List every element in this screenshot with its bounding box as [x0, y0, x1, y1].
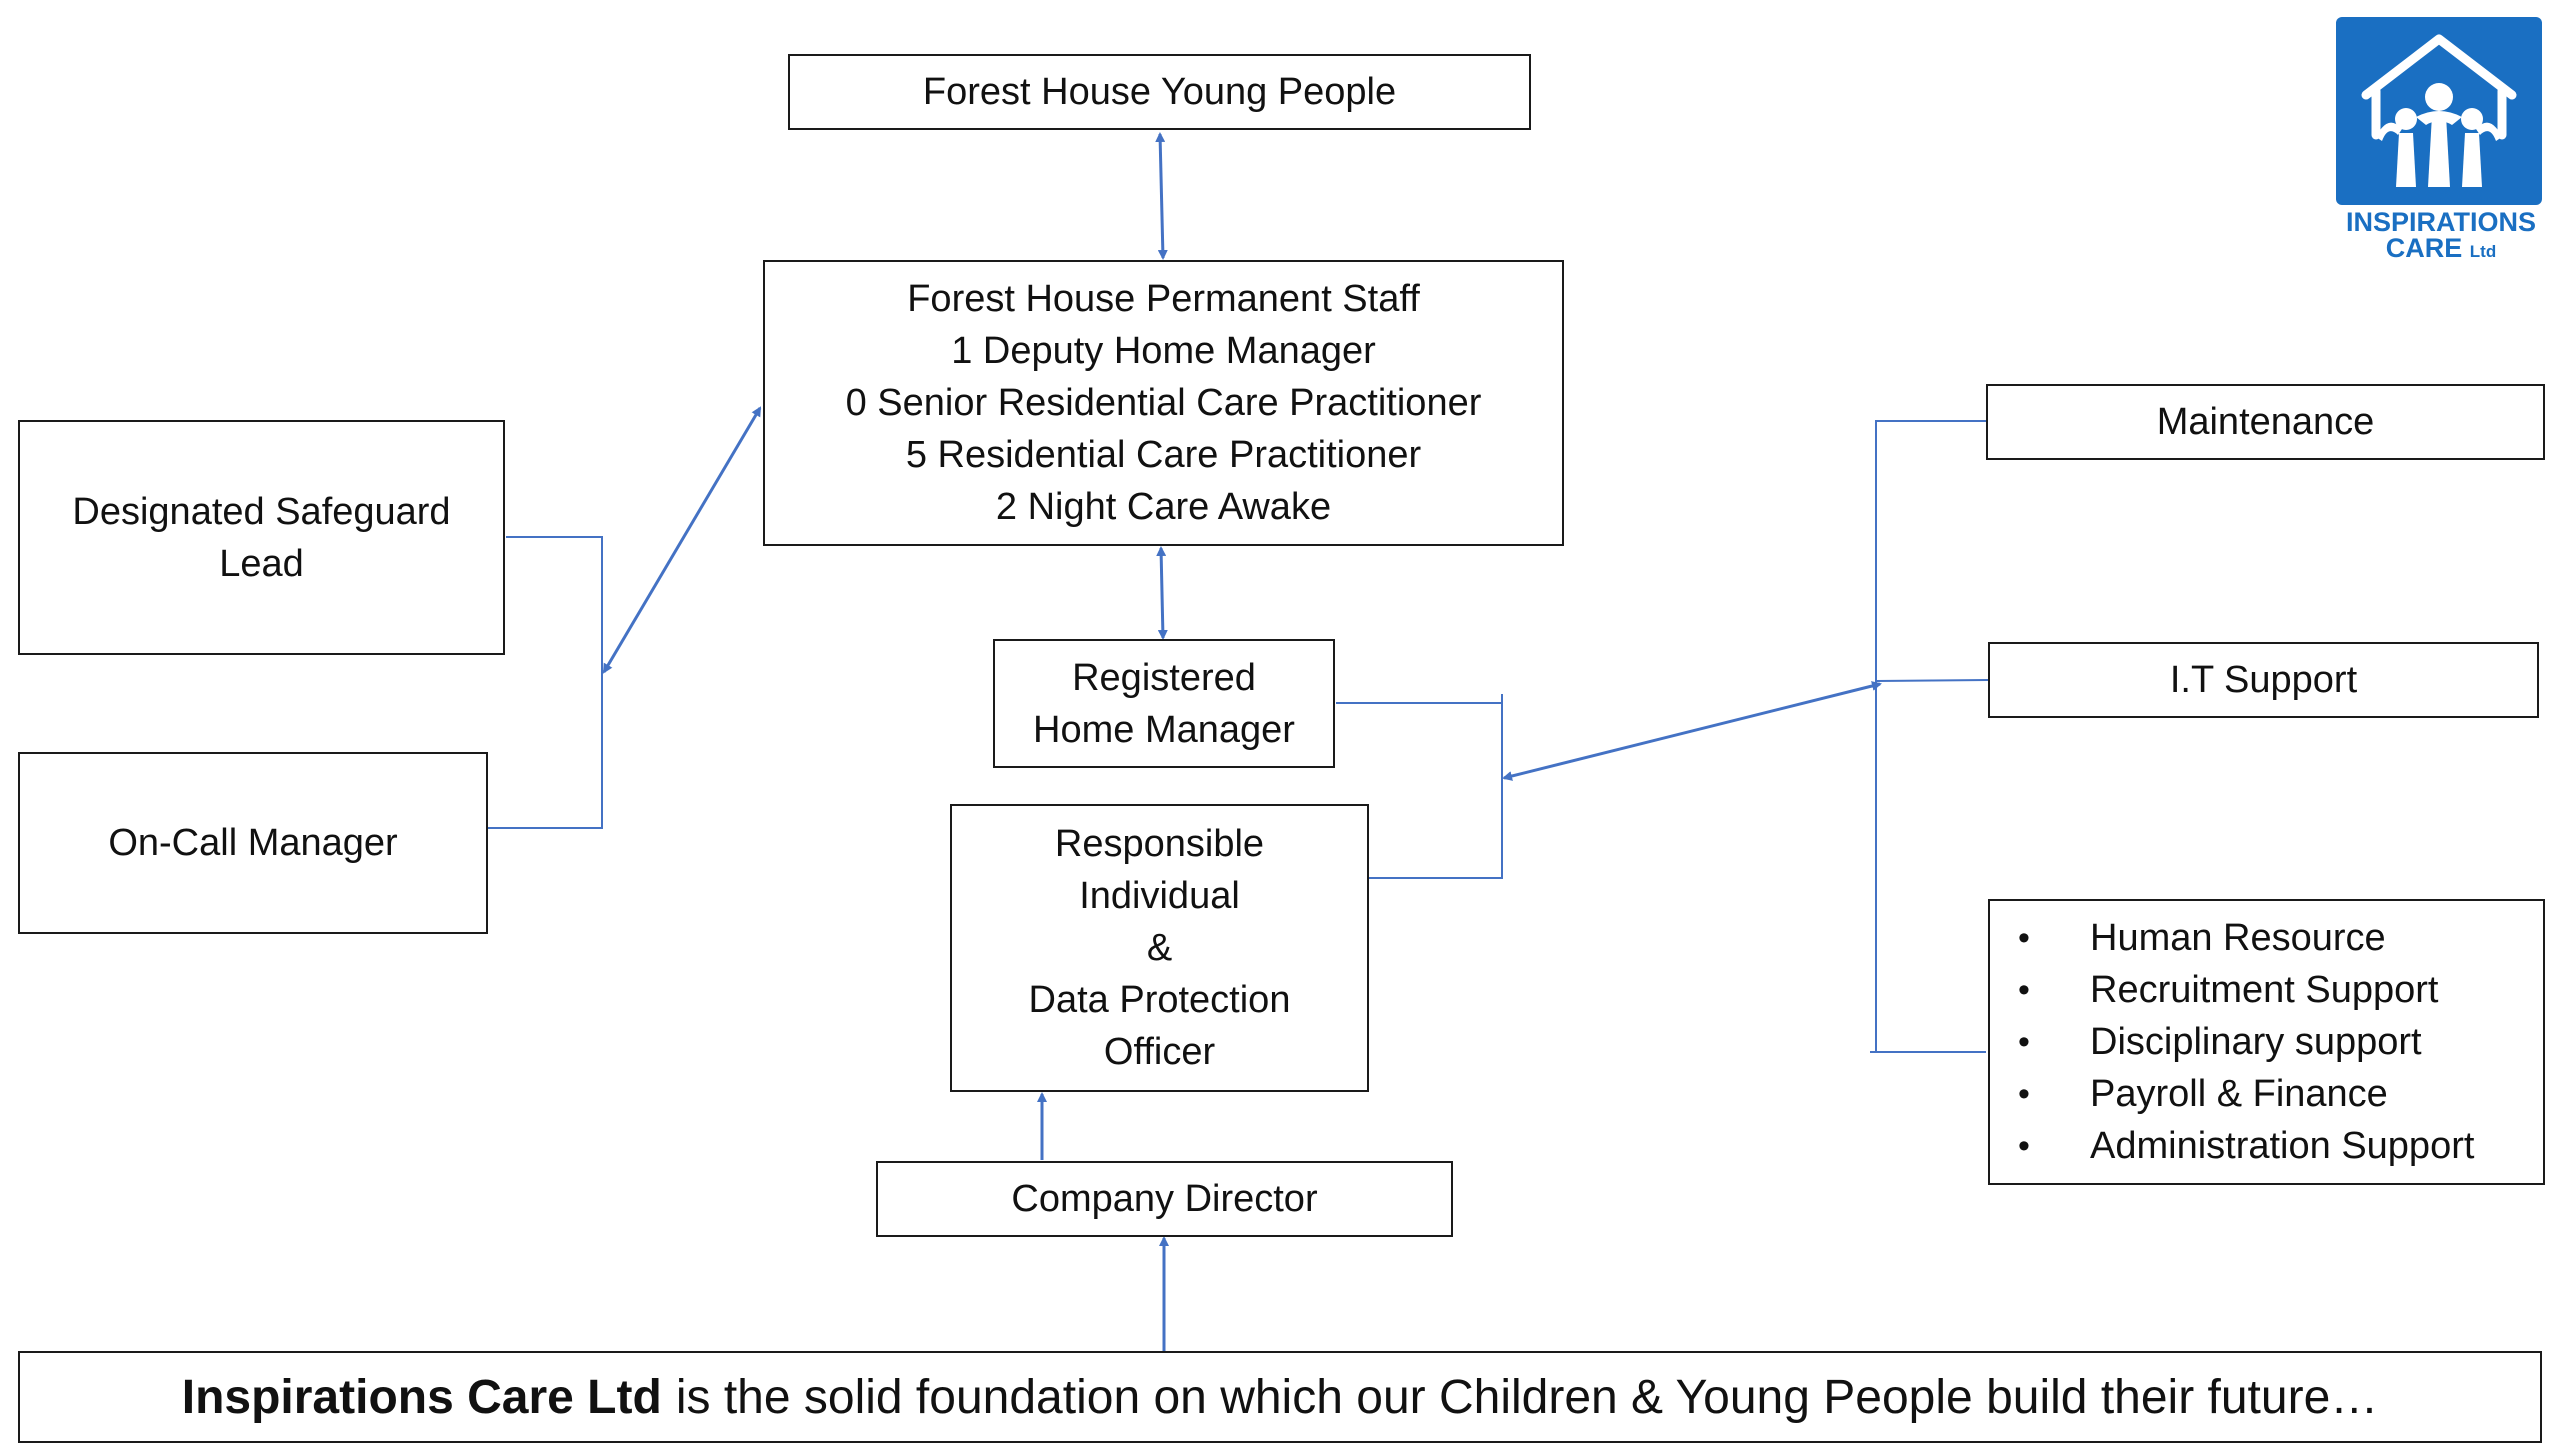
bracket-left	[488, 536, 603, 829]
ri-line-5: Officer	[1103, 1031, 1216, 1073]
list-item: •Payroll & Finance	[2012, 1068, 2388, 1120]
arrow-young-people-staff	[1155, 132, 1168, 260]
staff-line-night: 2 Night Care Awake	[995, 486, 1332, 528]
bullet-icon: •	[2018, 971, 2030, 1009]
bracket-middle	[1336, 702, 1503, 879]
footer-tagline: is the solid foundation on which our Chi…	[675, 1370, 2379, 1424]
staff-line-deputy: 1 Deputy Home Manager	[951, 330, 1376, 372]
list-item: •Recruitment Support	[2012, 964, 2439, 1016]
ri-line-2: Individual	[1079, 875, 1240, 917]
it-support-box: I.T Support	[1988, 642, 2539, 718]
staff-line-practitioner: 5 Residential Care Practitioner	[905, 434, 1422, 476]
logo-wordmark: INSPIRATIONS CARE Ltd	[2345, 207, 2536, 263]
list-item: •Human Resource	[2012, 912, 2386, 964]
on-call-box: On-Call Manager	[18, 752, 488, 934]
staff-line-title: Forest House Permanent Staff	[907, 278, 1420, 320]
support-services-box: •Human Resource •Recruitment Support •Di…	[1988, 899, 2545, 1185]
staff-line-senior: 0 Senior Residential Care Practitioner	[845, 382, 1482, 424]
young-people-box: Forest House Young People	[788, 54, 1531, 130]
safeguard-line-2: Lead	[219, 542, 304, 585]
safeguard-line-1: Designated Safeguard	[72, 490, 451, 533]
list-item: •Administration Support	[2012, 1120, 2474, 1172]
arrow-middle-right	[1502, 681, 1882, 781]
safeguard-lead-box: Designated Safeguard Lead	[18, 420, 505, 655]
bullet-icon: •	[2018, 919, 2030, 957]
registered-manager-box: Registered Home Manager	[993, 639, 1335, 768]
ri-line-3: &	[1146, 927, 1173, 969]
bracket-right	[1875, 420, 1986, 1053]
young-people-label: Forest House Young People	[922, 71, 1397, 113]
bullet-icon: •	[2018, 1075, 2030, 1113]
footer-banner: Inspirations Care Ltd is the solid found…	[18, 1351, 2542, 1443]
ri-line-1: Responsible	[1054, 823, 1265, 865]
list-item: •Disciplinary support	[2012, 1016, 2422, 1068]
ri-line-4: Data Protection	[1028, 979, 1291, 1021]
responsible-individual-box: Responsible Individual & Data Protection…	[950, 804, 1369, 1092]
footer-company-name: Inspirations Care Ltd	[181, 1370, 662, 1424]
permanent-staff-box: Forest House Permanent Staff 1 Deputy Ho…	[763, 260, 1564, 546]
on-call-label: On-Call Manager	[108, 822, 398, 864]
it-support-label: I.T Support	[2169, 659, 2358, 701]
company-director-box: Company Director	[876, 1161, 1453, 1237]
registered-line-1: Registered	[1072, 656, 1256, 699]
bullet-icon: •	[2018, 1127, 2030, 1165]
registered-line-2: Home Manager	[1033, 708, 1295, 751]
bullet-icon: •	[2018, 1023, 2030, 1061]
inspirations-care-logo: INSPIRATIONS CARE Ltd	[2336, 17, 2546, 267]
arrow-left-bracket-staff	[602, 406, 762, 674]
maintenance-box: Maintenance	[1986, 384, 2545, 460]
maintenance-label: Maintenance	[2156, 401, 2375, 443]
company-director-label: Company Director	[1011, 1178, 1318, 1220]
house-with-people-icon	[2336, 17, 2542, 205]
arrow-staff-registered-manager	[1156, 546, 1168, 640]
